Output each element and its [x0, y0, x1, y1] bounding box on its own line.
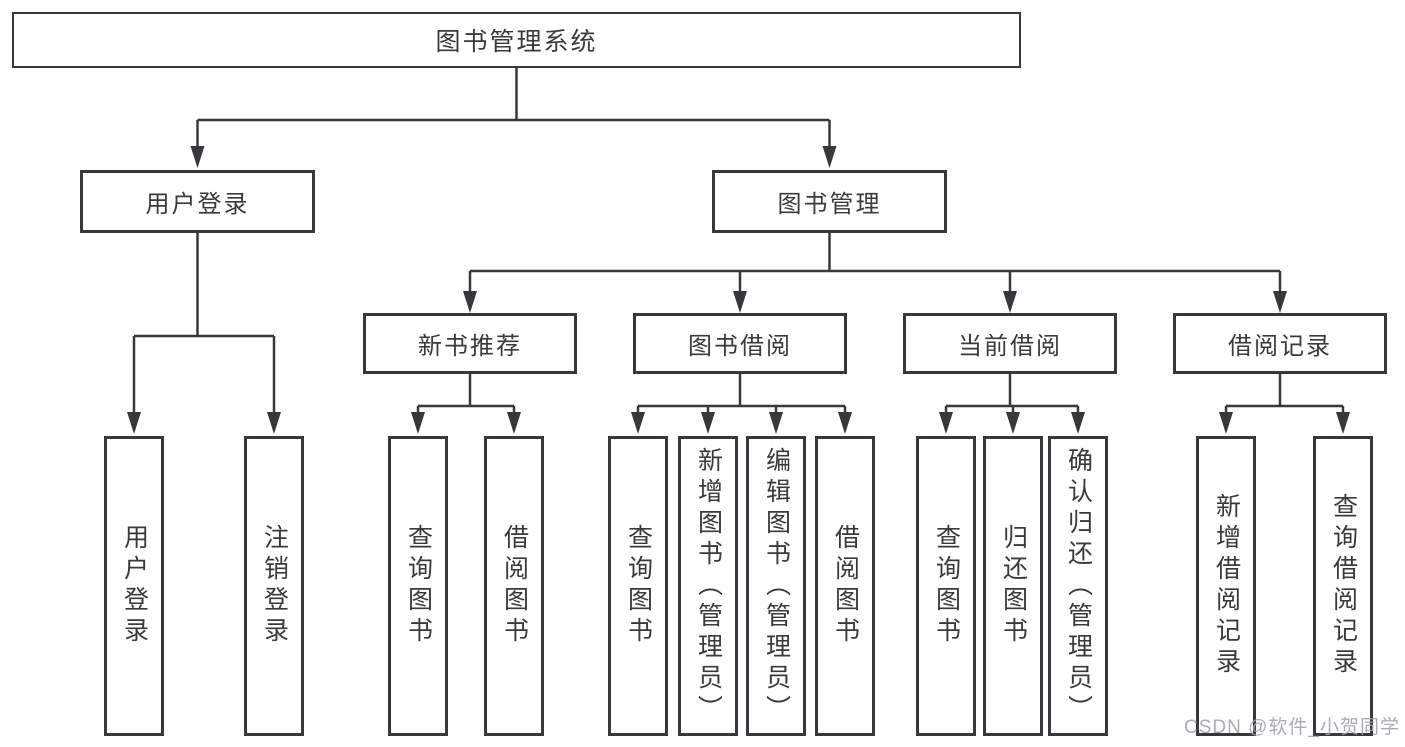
branch-user-login-to-leaves	[132, 233, 276, 412]
leaf-cb-return-books: 归还图书	[983, 436, 1043, 736]
leaf-bb-query-books: 查询图书	[608, 436, 668, 736]
branch-new-book-recommend-to-leaves	[416, 374, 516, 412]
leaf-nbr-query-books: 查询图书	[388, 436, 448, 736]
leaf-bb-edit-books-admin: 编辑图书（管理员）	[746, 436, 806, 736]
leaf-br-add-borrow-record: 新增借阅记录	[1196, 436, 1256, 736]
leaf-user-login: 用户登录	[104, 436, 164, 736]
arrow-down-icon	[701, 412, 715, 434]
arrow-down-icon	[190, 146, 205, 168]
node-new-book-recommend: 新书推荐	[363, 313, 577, 374]
arrow-down-icon	[838, 412, 852, 434]
arrow-down-icon	[1273, 291, 1287, 313]
leaf-logout: 注销登录	[244, 436, 304, 736]
node-library-management-system: 图书管理系统	[12, 12, 1021, 68]
node-book-borrow: 图书借阅	[633, 313, 847, 374]
arrow-down-icon	[769, 412, 783, 434]
node-book-management: 图书管理	[712, 170, 947, 233]
node-current-borrow: 当前借阅	[903, 313, 1117, 374]
arrow-down-icon	[1336, 412, 1350, 434]
branch-borrow-records-to-leaves	[1224, 374, 1345, 412]
branch-book-borrow-to-leaves	[636, 374, 847, 412]
csdn-watermark: CSDN @软件_小贺同学	[1184, 717, 1400, 738]
arrow-down-icon	[127, 412, 141, 434]
arrow-down-icon	[939, 412, 953, 434]
arrow-down-icon	[463, 291, 477, 313]
branch-root-to-level2	[196, 68, 831, 146]
node-borrow-records: 借阅记录	[1173, 313, 1387, 374]
arrow-down-icon	[733, 291, 747, 313]
leaf-br-query-borrow-record: 查询借阅记录	[1313, 436, 1373, 736]
arrow-down-icon	[1219, 412, 1233, 434]
arrowheads	[127, 146, 1350, 434]
arrow-down-icon	[1071, 412, 1085, 434]
arrow-down-icon	[507, 412, 521, 434]
arrow-down-icon	[822, 146, 837, 168]
leaf-bb-borrow-books: 借阅图书	[815, 436, 875, 736]
branch-book-management-to-level3	[468, 233, 1282, 291]
arrow-down-icon	[1003, 291, 1017, 313]
arrow-down-icon	[267, 412, 281, 434]
arrow-down-icon	[411, 412, 425, 434]
leaf-nbr-borrow-books: 借阅图书	[484, 436, 544, 736]
connector-lines	[132, 68, 1345, 412]
arrow-down-icon	[631, 412, 645, 434]
arrow-down-icon	[1006, 412, 1020, 434]
branch-current-borrow-to-leaves	[944, 374, 1080, 412]
leaf-cb-confirm-return-admin: 确认归还（管理员）	[1048, 436, 1108, 736]
leaf-cb-query-books: 查询图书	[916, 436, 976, 736]
leaf-bb-add-books-admin: 新增图书（管理员）	[678, 436, 738, 736]
node-user-login: 用户登录	[80, 170, 315, 233]
